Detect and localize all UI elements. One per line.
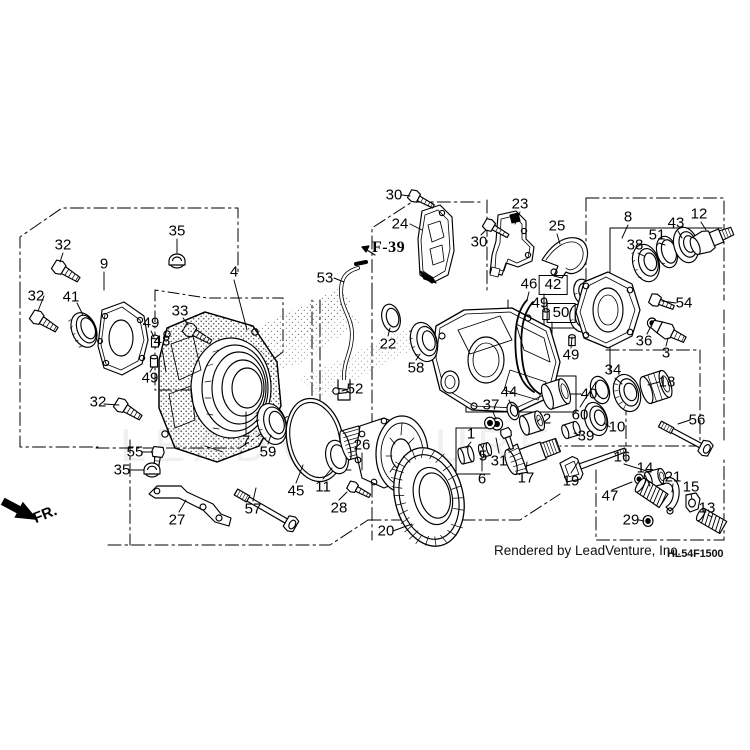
- callout-42: 42: [538, 275, 568, 295]
- diagram-part-number: HL54F1500: [667, 548, 724, 560]
- callout-49c: 49: [531, 294, 549, 312]
- callout-27: 27: [168, 511, 186, 529]
- callout-54: 54: [675, 294, 693, 312]
- callout-59: 59: [259, 443, 277, 461]
- callout-8: 8: [623, 208, 633, 226]
- callout-11: 11: [315, 478, 331, 496]
- callout-32a: 32: [54, 236, 72, 254]
- callout-39: 39: [577, 427, 595, 445]
- callout-18: 18: [658, 373, 676, 391]
- callout-49b: 49: [141, 369, 159, 387]
- callout-48: 48: [153, 332, 171, 350]
- callout-44: 44: [500, 383, 518, 401]
- callout-33: 33: [171, 302, 189, 320]
- callout-60: 60: [571, 406, 589, 424]
- callout-24: 24: [391, 215, 409, 233]
- callout-22: 22: [379, 335, 397, 353]
- reference-callout-f39: F-39: [372, 239, 406, 256]
- callout-10: 10: [608, 418, 626, 436]
- callout-47: 47: [601, 487, 619, 505]
- callout-4: 4: [229, 263, 239, 281]
- callout-17: 17: [517, 469, 535, 487]
- render-credit: Rendered by LeadVenture, Inc.: [494, 543, 681, 558]
- callout-50: 50: [546, 303, 576, 323]
- callout-58: 58: [407, 359, 425, 377]
- callout-35a: 35: [168, 222, 186, 240]
- callout-45: 45: [287, 482, 305, 500]
- callout-23: 23: [511, 195, 529, 213]
- callout-6: 6: [477, 470, 487, 488]
- callout-30b: 30: [470, 233, 488, 251]
- callout-41: 41: [62, 288, 80, 306]
- callout-56: 56: [688, 411, 706, 429]
- callout-49d: 49: [562, 346, 580, 364]
- callout-57: 57: [244, 500, 262, 518]
- callout-7: 7: [241, 432, 251, 450]
- callout-32b: 32: [27, 287, 45, 305]
- callout-40: 40: [580, 385, 598, 403]
- callout-9: 9: [99, 255, 109, 273]
- callout-32c: 32: [89, 393, 107, 411]
- callout-49a: 49: [142, 314, 160, 332]
- callout-46: 46: [520, 275, 538, 293]
- callout-55: 55: [126, 443, 144, 461]
- callout-31: 31: [490, 452, 508, 470]
- callout-35b: 35: [113, 461, 131, 479]
- callout-3: 3: [661, 344, 671, 362]
- callout-26: 26: [353, 436, 371, 454]
- callout-2: 2: [542, 410, 552, 428]
- callout-12: 12: [690, 205, 708, 223]
- callout-25: 25: [548, 217, 566, 235]
- callout-37: 37: [482, 396, 500, 414]
- callout-29: 29: [622, 511, 640, 529]
- callout-53: 53: [316, 269, 334, 287]
- callout-36: 36: [635, 332, 653, 350]
- callout-16: 16: [613, 448, 631, 466]
- callout-52: 52: [346, 380, 364, 398]
- callout-19: 19: [562, 472, 580, 490]
- callout-20: 20: [377, 522, 395, 540]
- callout-14: 14: [636, 459, 654, 477]
- callout-34: 34: [604, 361, 622, 379]
- callout-43: 43: [667, 214, 685, 232]
- callout-13: 13: [698, 499, 716, 517]
- callout-1: 1: [466, 425, 476, 443]
- callout-30a: 30: [385, 186, 403, 204]
- callout-51: 51: [648, 226, 666, 244]
- callout-21: 21: [664, 468, 682, 486]
- callout-28: 28: [330, 499, 348, 517]
- callout-38: 38: [626, 236, 644, 254]
- callout-5: 5: [478, 447, 488, 465]
- callout-15: 15: [682, 478, 700, 496]
